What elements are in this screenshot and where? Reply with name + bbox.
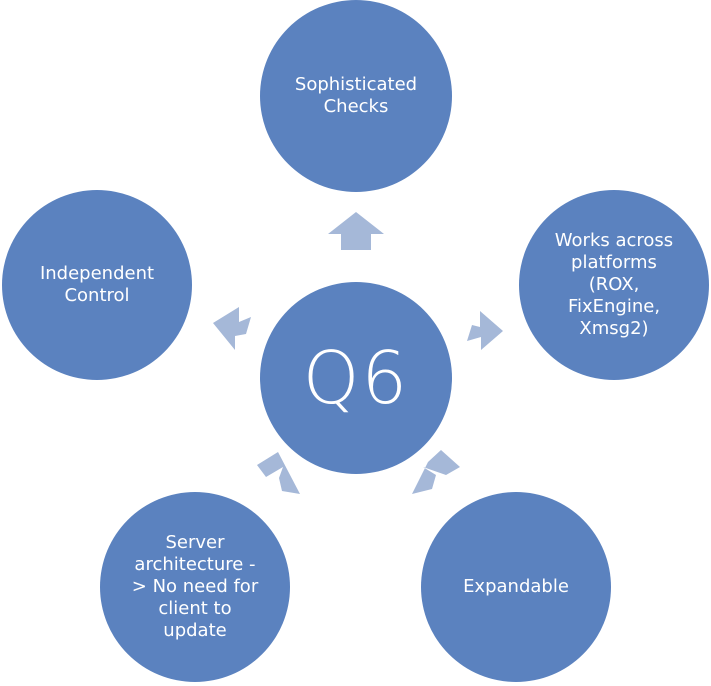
arrow-to-sophisticated-checks: [328, 212, 384, 250]
node-sophisticated-checks: Sophisticated Checks: [260, 0, 452, 192]
node-label: Server architecture - > No need for clie…: [131, 532, 259, 641]
node-expandable: Expandable: [421, 492, 611, 682]
node-label: Independent Control: [39, 263, 155, 306]
arrow-to-independent-control: [213, 307, 251, 350]
center-label: Q6: [302, 336, 410, 420]
node-server-architecture: Server architecture - > No need for clie…: [100, 492, 290, 682]
node-label: Sophisticated Checks: [294, 74, 418, 117]
node-label: Works across platforms (ROX, FixEngine, …: [554, 230, 674, 339]
arrow-to-works-across-platforms: [467, 311, 503, 350]
center-node: Q6: [260, 282, 452, 474]
node-works-across-platforms: Works across platforms (ROX, FixEngine, …: [519, 190, 709, 380]
arrow-to-server-architecture: [257, 452, 300, 494]
node-independent-control: Independent Control: [2, 190, 192, 380]
node-label: Expandable: [463, 576, 569, 597]
arrow-to-expandable: [412, 450, 460, 494]
